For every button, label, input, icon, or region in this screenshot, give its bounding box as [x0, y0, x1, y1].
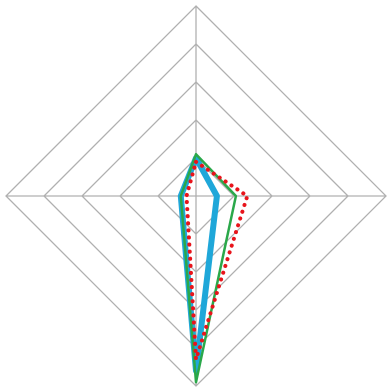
series-3-line	[184, 159, 250, 362]
series-2-line	[179, 152, 238, 384]
